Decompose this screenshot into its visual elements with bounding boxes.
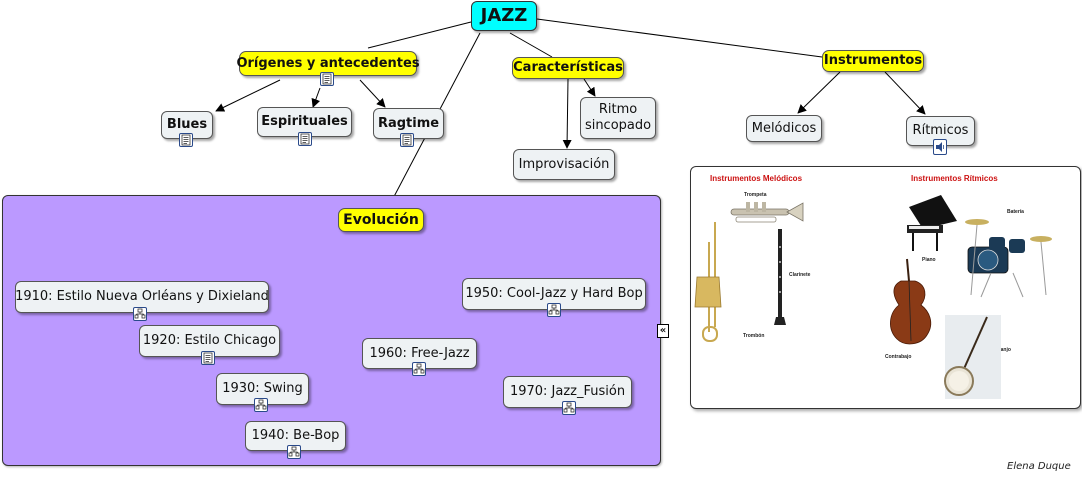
- node-ritmicos-label: Rítmicos: [912, 123, 969, 138]
- node-1940-label: 1940: Be-Bop: [251, 428, 340, 443]
- evolucion-panel: [2, 195, 661, 466]
- document-icon[interactable]: [179, 133, 193, 147]
- collapse-button[interactable]: «: [657, 324, 669, 338]
- branch-instrumentos-label: Instrumentos: [823, 53, 923, 68]
- node-1930-label: 1930: Swing: [222, 381, 303, 396]
- node-espirituales-label: Espirituales: [261, 114, 348, 129]
- title-ritmicos: Instrumentos Rítmicos: [911, 174, 998, 183]
- node-blues-label: Blues: [166, 117, 208, 132]
- label-contrabajo: Contrabajo: [885, 354, 912, 360]
- node-1920-label: 1920: Estilo Chicago: [142, 333, 277, 348]
- node-1910[interactable]: 1910: Estilo Nueva Orléans y Dixieland: [15, 281, 269, 313]
- audio-icon[interactable]: [933, 139, 947, 155]
- double-bass-icon: [890, 258, 932, 345]
- piano-icon: [907, 195, 957, 251]
- concept-map-icon[interactable]: [133, 307, 147, 321]
- clarinet-icon: [774, 229, 786, 325]
- trumpet-icon: [730, 202, 804, 223]
- trombone-icon: [694, 222, 722, 342]
- concept-map-icon[interactable]: [412, 362, 426, 376]
- branch-evolucion[interactable]: Evolución: [338, 208, 424, 232]
- label-piano: Piano: [922, 257, 936, 263]
- node-ragtime-label: Ragtime: [377, 115, 440, 131]
- instrument-illustrations: [694, 195, 1052, 399]
- node-improvisacion[interactable]: Improvisación: [513, 149, 615, 180]
- node-melodicos-label: Melódicos: [751, 120, 817, 136]
- branch-instrumentos[interactable]: Instrumentos: [822, 50, 924, 72]
- node-1910-label: 1910: Estilo Nueva Orléans y Dixieland: [15, 289, 269, 304]
- label-clarinete: Clarinete: [789, 272, 811, 278]
- branch-evolucion-label: Evolución: [343, 212, 419, 228]
- label-banjo: Banjo: [997, 347, 1011, 353]
- concept-map-icon[interactable]: [287, 445, 301, 459]
- title-melodicos: Instrumentos Melódicos: [710, 174, 803, 183]
- node-improvisacion-label: Improvisación: [518, 156, 610, 172]
- document-icon[interactable]: [320, 72, 334, 86]
- node-ritmo-sincopado[interactable]: Ritmo sincopado: [580, 97, 656, 139]
- document-icon[interactable]: [201, 351, 215, 365]
- root-label: JAZZ: [480, 5, 528, 26]
- branch-origenes[interactable]: Orígenes y antecedentes: [236, 51, 420, 76]
- author-credit: Elena Duque: [1007, 461, 1071, 472]
- node-1960-label: 1960: Free-Jazz: [369, 345, 470, 361]
- concept-map-icon[interactable]: [254, 398, 268, 412]
- node-1950-label: 1950: Cool-Jazz y Hard Bop: [465, 286, 643, 301]
- drums-icon: [965, 219, 1052, 298]
- concept-map-icon[interactable]: [562, 401, 576, 415]
- banjo-icon: [944, 315, 1001, 399]
- node-ritmo-sincopado-label: Ritmo sincopado: [584, 102, 652, 133]
- branch-caracteristicas[interactable]: Características: [512, 57, 624, 79]
- document-icon[interactable]: [298, 132, 312, 146]
- branch-caracteristicas-label: Características: [513, 60, 623, 75]
- label-trombon: Trombón: [743, 333, 765, 339]
- document-icon[interactable]: [400, 133, 414, 147]
- branch-origenes-label: Orígenes y antecedentes: [236, 55, 420, 71]
- node-melodicos[interactable]: Melódicos: [746, 115, 822, 142]
- root-node-jazz[interactable]: JAZZ: [471, 1, 537, 31]
- node-1970-label: 1970: Jazz_Fusión: [509, 384, 626, 399]
- label-trompeta: Trompeta: [744, 192, 767, 198]
- concept-map-icon[interactable]: [547, 303, 561, 317]
- instruments-image-panel: Instrumentos Melódicos Instrumentos Rítm…: [690, 166, 1081, 409]
- label-bateria: Batería: [1007, 209, 1024, 215]
